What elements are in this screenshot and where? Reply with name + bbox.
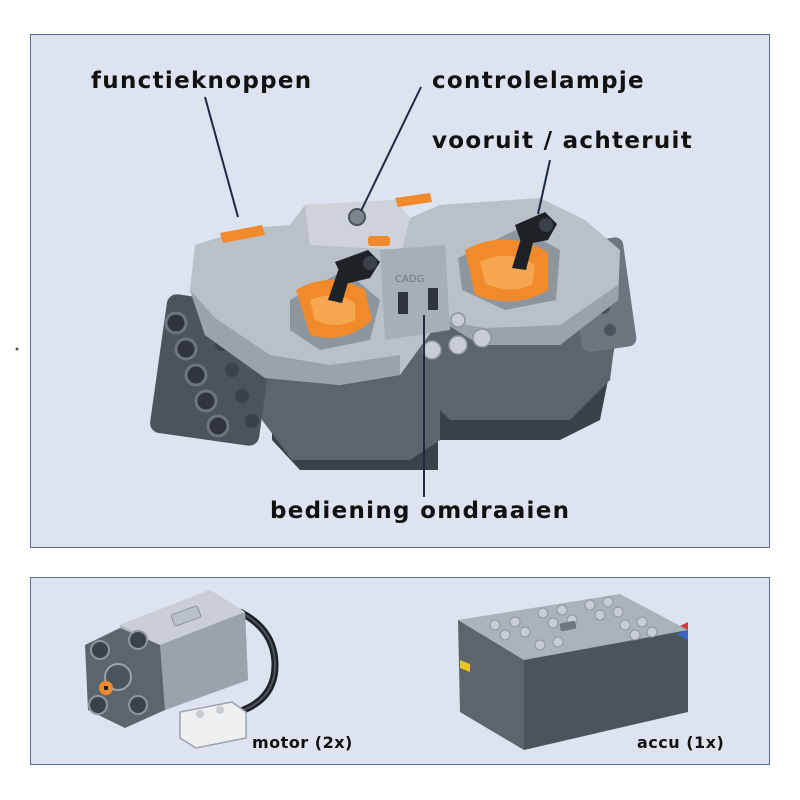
battery-box-icon [458, 594, 688, 750]
callout-indicator-light: controlelampje [432, 68, 645, 94]
callout-reverse-control: bediening omdraaien [270, 498, 571, 524]
motor-icon [85, 590, 279, 749]
callout-function-buttons: functieknoppen [91, 68, 313, 94]
callout-forward-reverse: vooruit / achteruit [432, 128, 694, 154]
battery-label: accu (1x) [637, 733, 724, 752]
motor-label: motor (2x) [252, 733, 353, 752]
remote-control-icon: CADG [150, 193, 637, 470]
svg-text:CADG: CADG [395, 274, 424, 285]
stray-dot [15, 347, 19, 351]
leader-lines [204, 86, 551, 497]
